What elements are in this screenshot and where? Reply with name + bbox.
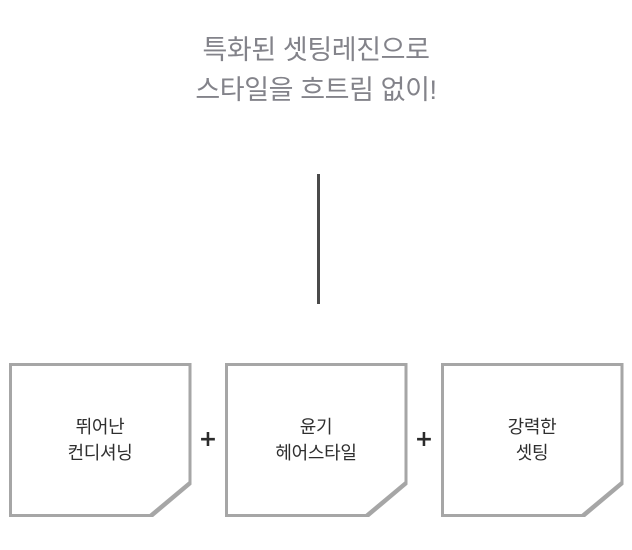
page-title-line-1: 특화된 셋팅레진으로 bbox=[202, 35, 430, 65]
page-title: 특화된 셋팅레진으로 스타일을 흐트림 없이! bbox=[0, 30, 632, 110]
benefit-card-label: 뛰어난 컨디셔닝 bbox=[9, 414, 192, 466]
benefit-card-label-line-2: 컨디셔닝 bbox=[67, 443, 133, 463]
benefit-card-label-line-1: 뛰어난 bbox=[75, 417, 125, 437]
vertical-connector-line bbox=[317, 174, 320, 304]
benefit-card-label-line-1: 강력한 bbox=[507, 417, 557, 437]
benefit-card-row: 뛰어난 컨디셔닝 + 윤기 헤어스타일 + 강력한 셋팅 bbox=[0, 362, 632, 518]
benefit-card-label-line-2: 셋팅 bbox=[515, 443, 549, 463]
card-inner-fill bbox=[227, 366, 405, 514]
benefit-card-label-line-1: 윤기 bbox=[299, 417, 333, 437]
plus-operator-2: + bbox=[414, 427, 434, 452]
benefit-card-label: 윤기 헤어스타일 bbox=[225, 414, 408, 466]
plus-operator-1: + bbox=[198, 427, 218, 452]
benefit-card-label: 강력한 셋팅 bbox=[441, 414, 624, 466]
card-inner-fill bbox=[443, 366, 621, 514]
card-inner-fill bbox=[11, 366, 189, 514]
benefit-card-setting: 강력한 셋팅 bbox=[440, 363, 624, 517]
benefit-card-hairstyle: 윤기 헤어스타일 bbox=[224, 363, 408, 517]
benefit-card-conditioning: 뛰어난 컨디셔닝 bbox=[8, 363, 192, 517]
page-title-line-2: 스타일을 흐트림 없이! bbox=[195, 75, 437, 105]
benefit-card-label-line-2: 헤어스타일 bbox=[275, 443, 357, 463]
